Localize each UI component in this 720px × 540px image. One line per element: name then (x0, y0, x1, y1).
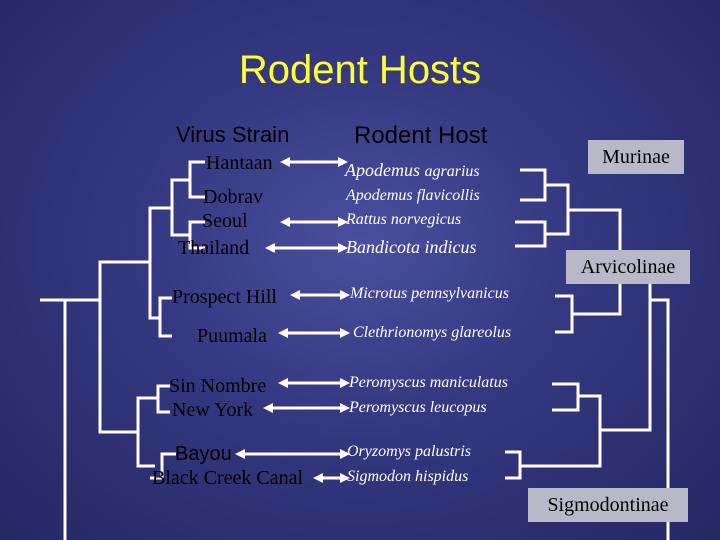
host-tree-root-right (650, 298, 670, 540)
host-apodemus-agrarius: Apodemus agrarius (345, 160, 480, 181)
host-tree-sigmodontinae (520, 394, 602, 468)
virus-prospect-hill: Prospect Hill (172, 286, 277, 308)
virus-hantaan: Hantaan (206, 152, 273, 174)
virus-bayou: Bayou (175, 443, 232, 465)
host-tree-rattus-bandicota (515, 220, 547, 248)
host-tree-murinae (545, 183, 570, 236)
virus-thailand: Thailand (178, 237, 250, 259)
host-tree-oryzomys-sigmodon (505, 450, 522, 480)
subfamily-sigmodontinae: Sigmodontinae (528, 488, 688, 522)
subfamily-murinae: Murinae (588, 140, 684, 174)
host-sigmodon-hispidus: Sigmodon hispidus (347, 468, 469, 485)
virus-tree-prospect-puumala (158, 296, 172, 338)
rodent-host-header: Rodent Host (354, 122, 488, 149)
virus-tree-root-upper (98, 260, 150, 434)
host-apodemus-flavicollis: Apodemus flavicollis (346, 187, 480, 204)
host-tree-root (600, 260, 652, 432)
host-tree-peromyscus (552, 382, 580, 412)
virus-puumala: Puumala (197, 325, 267, 347)
host-peromyscus-maniculatus: Peromyscus maniculatus (349, 374, 508, 391)
slide-title: Rodent Hosts (238, 48, 482, 92)
host-tree-apodemus (520, 168, 547, 202)
virus-black-creek-canal: Black Creek Canal (152, 467, 304, 489)
virus-sin-nombre: Sin Nombre (169, 375, 267, 397)
virus-tree-bayou-bcc (150, 452, 176, 480)
host-clethrionomys-glareolus: Clethrionomys glareolus (353, 324, 512, 341)
virus-dobrav: Dobrav (203, 186, 263, 208)
host-peromyscus-leucopus: Peromyscus leucopus (349, 399, 487, 416)
host-apodemus-agrarius-species: agrarius (424, 163, 480, 180)
virus-tree-sigmodontine (136, 396, 158, 468)
host-tree-arvicolinae (555, 294, 574, 334)
virus-tree-root (63, 298, 100, 540)
host-microtus-pennsylvanicus: Microtus pennsylvanicus (350, 285, 509, 302)
virus-seoul: Seoul (202, 210, 248, 232)
host-bandicota-indicus: Bandicota indicus (346, 237, 477, 257)
virus-strain-header: Virus Strain (176, 122, 290, 147)
virus-tree-old-world-murine (170, 178, 190, 237)
host-rattus-norvegicus: Rattus norvegicus (346, 211, 462, 228)
virus-new-york: New York (172, 399, 254, 421)
host-apodemus-agrarius-genus: Apodemus (345, 160, 420, 180)
subfamily-arvicolinae: Arvicolinae (566, 250, 690, 284)
host-oryzomys-palustris: Oryzomys palustris (347, 443, 472, 460)
